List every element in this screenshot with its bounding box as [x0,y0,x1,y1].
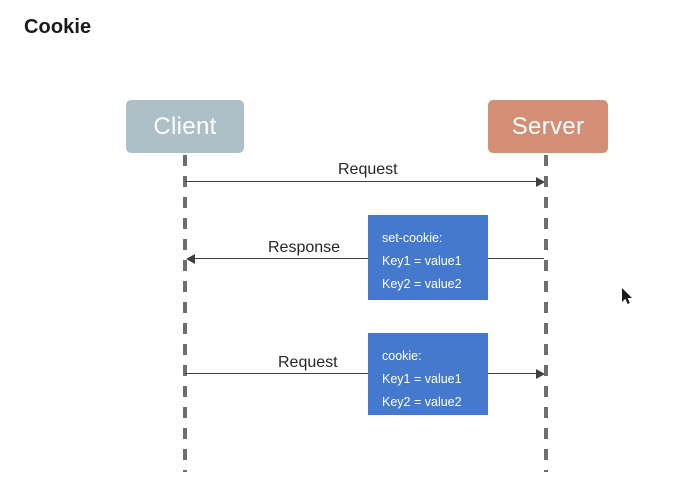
actor-box-client[interactable]: Client [126,100,244,153]
page-title: Cookie [24,16,92,38]
actor-box-server[interactable]: Server [488,100,608,153]
actor-label-client: Client [153,112,217,140]
note-cookie[interactable]: cookie: Key1 = value1 Key2 = value2 [368,333,488,415]
note-set-cookie-line-2: Key1 = value1 [382,254,462,269]
message-label-request-1: Request [332,161,404,179]
arrowhead-right-icon [536,177,545,187]
message-line-request-2 [185,373,543,374]
lifeline-server [544,155,548,472]
arrowhead-left-icon [186,254,195,264]
lifeline-client [183,155,187,472]
note-set-cookie-line-1: set-cookie: [382,231,443,245]
mouse-cursor-icon [622,288,634,306]
note-set-cookie[interactable]: set-cookie: Key1 = value1 Key2 = value2 [368,215,488,300]
message-label-request-2: Request [272,354,344,372]
actor-label-server: Server [511,112,585,140]
message-line-request-1 [185,181,543,182]
note-cookie-line-3: Key2 = value2 [382,395,462,410]
note-set-cookie-line-3: Key2 = value2 [382,277,462,292]
note-cookie-line-2: Key1 = value1 [382,372,462,387]
arrowhead-right-icon-2 [536,369,545,379]
note-cookie-line-1: cookie: [382,349,422,363]
message-label-response: Response [262,239,347,257]
